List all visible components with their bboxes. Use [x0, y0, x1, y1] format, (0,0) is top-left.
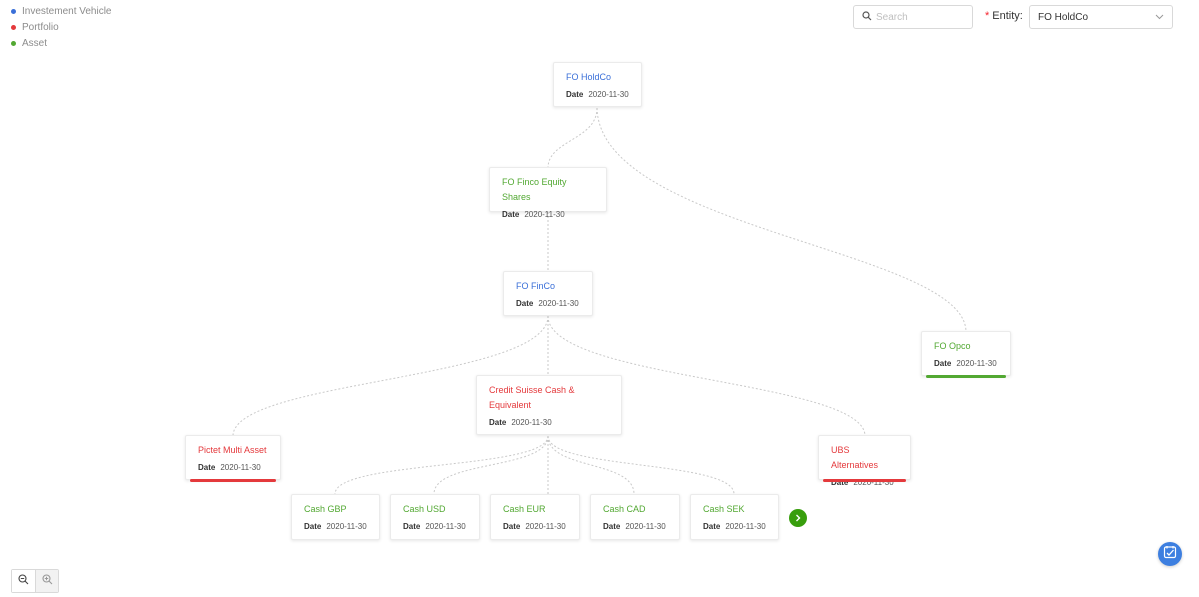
zoom-out-button[interactable]: [12, 570, 35, 592]
legend-dot-asset: [11, 40, 16, 46]
zoom-out-icon: [18, 572, 29, 590]
node-title: FO FinCo: [516, 281, 556, 291]
entity-select[interactable]: FO HoldCo: [1029, 5, 1173, 29]
zoom-controls: [11, 569, 59, 593]
legend-label: Investement Vehicle: [22, 5, 112, 17]
entity-select-value: FO HoldCo: [1038, 11, 1089, 23]
search-box[interactable]: [853, 5, 973, 29]
next-siblings-button[interactable]: [789, 509, 807, 527]
chevron-right-icon: [794, 509, 802, 527]
legend-label: Portfolio: [22, 21, 59, 33]
node-title: Cash GBP: [304, 504, 347, 514]
edge-cs-cash-sek: [547, 435, 735, 495]
edge-holdco-opco: [596, 107, 967, 333]
zoom-in-button[interactable]: [35, 570, 58, 592]
edge-cs-cash-gbp: [334, 435, 549, 495]
entity-label-text: Entity: [992, 10, 1020, 22]
node-underline: [926, 375, 1006, 378]
required-mark: *: [985, 10, 990, 22]
legend: Investement Vehicle Portfolio Asset: [11, 3, 112, 51]
legend-dot-portfolio: [11, 24, 16, 30]
legend-dot-investment-vehicle: [11, 8, 16, 14]
edge-finco-pictet: [232, 315, 549, 437]
node-title: Credit Suisse Cash & Equivalent: [489, 385, 575, 410]
legend-label: Asset: [22, 37, 48, 49]
node-title: FO HoldCo: [566, 72, 612, 82]
node-title: Cash CAD: [603, 504, 646, 514]
checklist-icon: [1163, 545, 1177, 564]
checklist-fab-button[interactable]: [1158, 542, 1182, 566]
chevron-down-icon: [1155, 12, 1164, 23]
edge-cs-cash-cad: [547, 435, 635, 495]
edge-finco-ubs: [547, 315, 866, 437]
entity-label: *Entity:: [985, 10, 1023, 22]
node-underline: [823, 479, 906, 482]
node-title: Cash EUR: [503, 504, 546, 514]
node-title: FO Opco: [934, 341, 971, 351]
node-title: Cash SEK: [703, 504, 745, 514]
node-title: Cash USD: [403, 504, 446, 514]
edge-cs-cash-usd: [433, 435, 549, 495]
node-underline: [190, 479, 276, 482]
search-input[interactable]: [876, 11, 966, 23]
node-title: FO Finco Equity Shares: [502, 177, 567, 202]
legend-item-investment-vehicle: Investement Vehicle: [11, 3, 112, 19]
edge-holdco-finco-equity: [547, 107, 598, 169]
legend-item-portfolio: Portfolio: [11, 19, 112, 35]
node-title: Pictet Multi Asset: [198, 445, 267, 455]
zoom-in-icon: [41, 572, 53, 590]
search-icon: [862, 8, 872, 26]
node-title: UBS Alternatives: [831, 445, 879, 470]
legend-item-asset: Asset: [11, 35, 112, 51]
